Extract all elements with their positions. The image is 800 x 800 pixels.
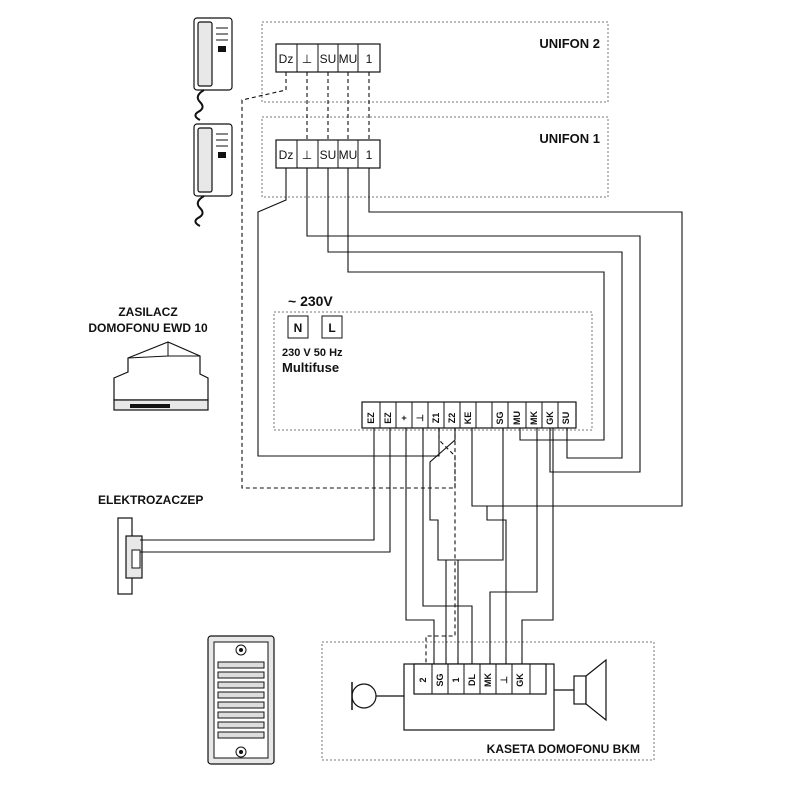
- ps-terminal-su: SU: [561, 412, 571, 425]
- door-panel-device-icon: [207, 635, 275, 765]
- power-supply-frame: [273, 311, 593, 431]
- power-supply-title-line2: DOMOFONU EWD 10: [88, 321, 208, 335]
- unifon-2-terminal-ground: ⊥: [302, 52, 312, 66]
- unifon-2-terminal-dz: Dz: [279, 52, 294, 66]
- power-rating-label: 230 V 50 Hz: [282, 347, 343, 359]
- unifon-2-terminal-su: SU: [320, 52, 337, 66]
- unifon-1-terminal-mu: MU: [339, 148, 358, 162]
- unifon-1-terminal-1: 1: [366, 148, 373, 162]
- wire-dz-unifon1: [257, 168, 440, 457]
- terminal-n-box: [287, 315, 309, 339]
- door-panel-title: KASETA DOMOFONU BKM: [487, 742, 640, 756]
- mains-voltage-label: ~ 230V: [288, 293, 333, 309]
- ps-terminal-ke: KE: [463, 412, 473, 425]
- power-supply-section: ZASILACZ DOMOFONU EWD 10 ~ 230V N L 230 …: [88, 293, 593, 431]
- ps-terminal-mk: MK: [529, 411, 539, 425]
- microphone-icon: [351, 682, 404, 710]
- speaker-icon: [554, 658, 607, 722]
- door-strike-section: ELEKTROZACZEP: [98, 493, 203, 595]
- panel-terminal-mk: MK: [483, 673, 493, 687]
- wire-mu-unifon1: [347, 168, 605, 441]
- wire-ground-unifon1: [306, 168, 641, 473]
- panel-terminal-dl: DL: [467, 674, 477, 686]
- unifon-2-terminal-mu: MU: [339, 52, 358, 66]
- ps-terminal-gk: GK: [545, 411, 555, 425]
- unifon-1-frame: [261, 116, 609, 198]
- ps-terminal-mu: MU: [512, 411, 522, 425]
- terminal-n-label: N: [294, 321, 303, 335]
- wire-ground-panel: [422, 428, 473, 664]
- ps-terminal-plus: +: [399, 415, 409, 420]
- handset-unifon-1-icon: [193, 123, 233, 227]
- ps-terminal-z2: Z2: [447, 413, 457, 424]
- power-supply-title-line1: ZASILACZ: [118, 305, 177, 319]
- wire-ez-2: [140, 428, 391, 553]
- handset-unifon-2-icon: [193, 17, 233, 121]
- panel-terminal-gk: GK: [515, 673, 525, 687]
- wiring: [140, 72, 683, 664]
- wire-z1-panel: [425, 428, 456, 664]
- wire-plus-panel: [405, 428, 435, 664]
- terminal-l-label: L: [328, 321, 335, 335]
- panel-terminal-ground: ⊥: [499, 676, 509, 684]
- wire-1-unifon1: [368, 168, 683, 507]
- unifon-2-terminal-1: 1: [366, 52, 373, 66]
- wire-ez-1: [140, 428, 375, 541]
- ps-terminal-ez-1: EZ: [366, 412, 376, 424]
- ps-terminal-sg: SG: [495, 411, 505, 424]
- power-supply-icon: [113, 341, 209, 411]
- wire-panel-ground-2: [486, 506, 507, 664]
- terminal-l-box: [321, 315, 343, 339]
- unifon-1-title: UNIFON 1: [539, 131, 600, 146]
- door-panel-frame: [321, 641, 655, 761]
- wire-mk-panel: [489, 428, 538, 664]
- unifon-1-section: UNIFON 1 Dz ⊥ SU MU 1: [261, 116, 609, 198]
- unifon-1-terminal-ground: ⊥: [302, 148, 312, 162]
- panel-terminal-2: 2: [418, 677, 428, 682]
- door-strike-icon: [117, 517, 143, 595]
- power-supply-terminal-strip: [361, 401, 577, 429]
- panel-terminal-sg: SG: [435, 673, 445, 686]
- unifon-1-terminal-dz: Dz: [279, 148, 294, 162]
- ps-terminal-z1: Z1: [431, 413, 441, 424]
- unifon-2-section: UNIFON 2 Dz ⊥ SU MU 1: [261, 21, 609, 103]
- door-strike-title: ELEKTROZACZEP: [98, 493, 203, 507]
- fuse-label: Multifuse: [282, 360, 339, 375]
- unifon-1-terminal-su: SU: [320, 148, 337, 162]
- door-panel-section: KASETA DOMOFONU BKM 2 SG 1 DL MK ⊥ GK: [207, 635, 655, 765]
- ps-terminal-ground: ⊥: [415, 414, 425, 422]
- unifon-1-terminal-block: [275, 139, 381, 169]
- ps-terminal-ez-2: EZ: [383, 412, 393, 424]
- wire-sg-panel: [445, 428, 504, 664]
- unifon-2-title: UNIFON 2: [539, 36, 600, 51]
- wire-gk-panel: [521, 428, 554, 664]
- unifon-2-frame: [261, 21, 609, 103]
- wire-su-unifon1: [327, 168, 623, 459]
- panel-terminal-1: 1: [451, 677, 461, 682]
